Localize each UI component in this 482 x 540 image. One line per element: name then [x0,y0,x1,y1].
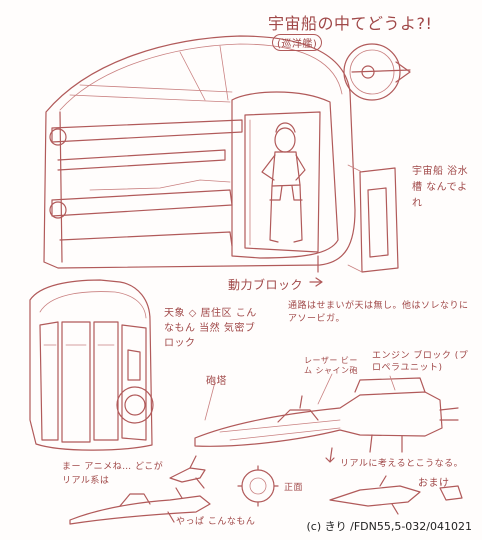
residence-note-label: 天象 ◇ 居住区 こんなもん 当然 気密ブロック [164,308,257,349]
small-ship-sketch [169,455,206,489]
real-note-label: リアルに考えるとこうなる。 [340,459,464,469]
corridor-note-label: 通路はせまいが天は無し。他はソレなりにアソービガ。 [288,301,469,324]
real-ship-sketch [329,475,463,515]
front-view-sketch [237,465,279,507]
laser-label: レーザー ビーム シャイン砲 [304,356,359,375]
ship-side-view-sketch [194,373,459,463]
anime-note-label: まー アニメね… どこがリアル系は [62,462,164,486]
bonus-note-label: おまけ [418,478,450,489]
front-view-label: 正面 [284,483,304,493]
side-note-label: 宇宙船 浴水槽 なんでよれ [412,166,469,209]
turret-label: 砲塔 [206,376,227,387]
corridor-interior-sketch [43,35,356,269]
porthole-sketch [343,43,411,101]
hatch-sketch [347,164,399,273]
power-block-label: 動力ブロック [228,278,304,292]
credit-line: (c) きり /FDN55,5-032/041021 [306,520,472,533]
bottom-ship-sketch [69,487,211,525]
title-label: 宇宙船の中てどうよ?! [268,14,433,33]
engine-block-label: エンジン ブロック (プロペラユニット) [372,351,469,373]
standing-figure [261,122,306,243]
residence-block-sketch [29,279,154,451]
bottom-note-label: やっぱ こんなもん [176,517,256,527]
title-sub-label: (巡洋艦) [272,34,323,51]
